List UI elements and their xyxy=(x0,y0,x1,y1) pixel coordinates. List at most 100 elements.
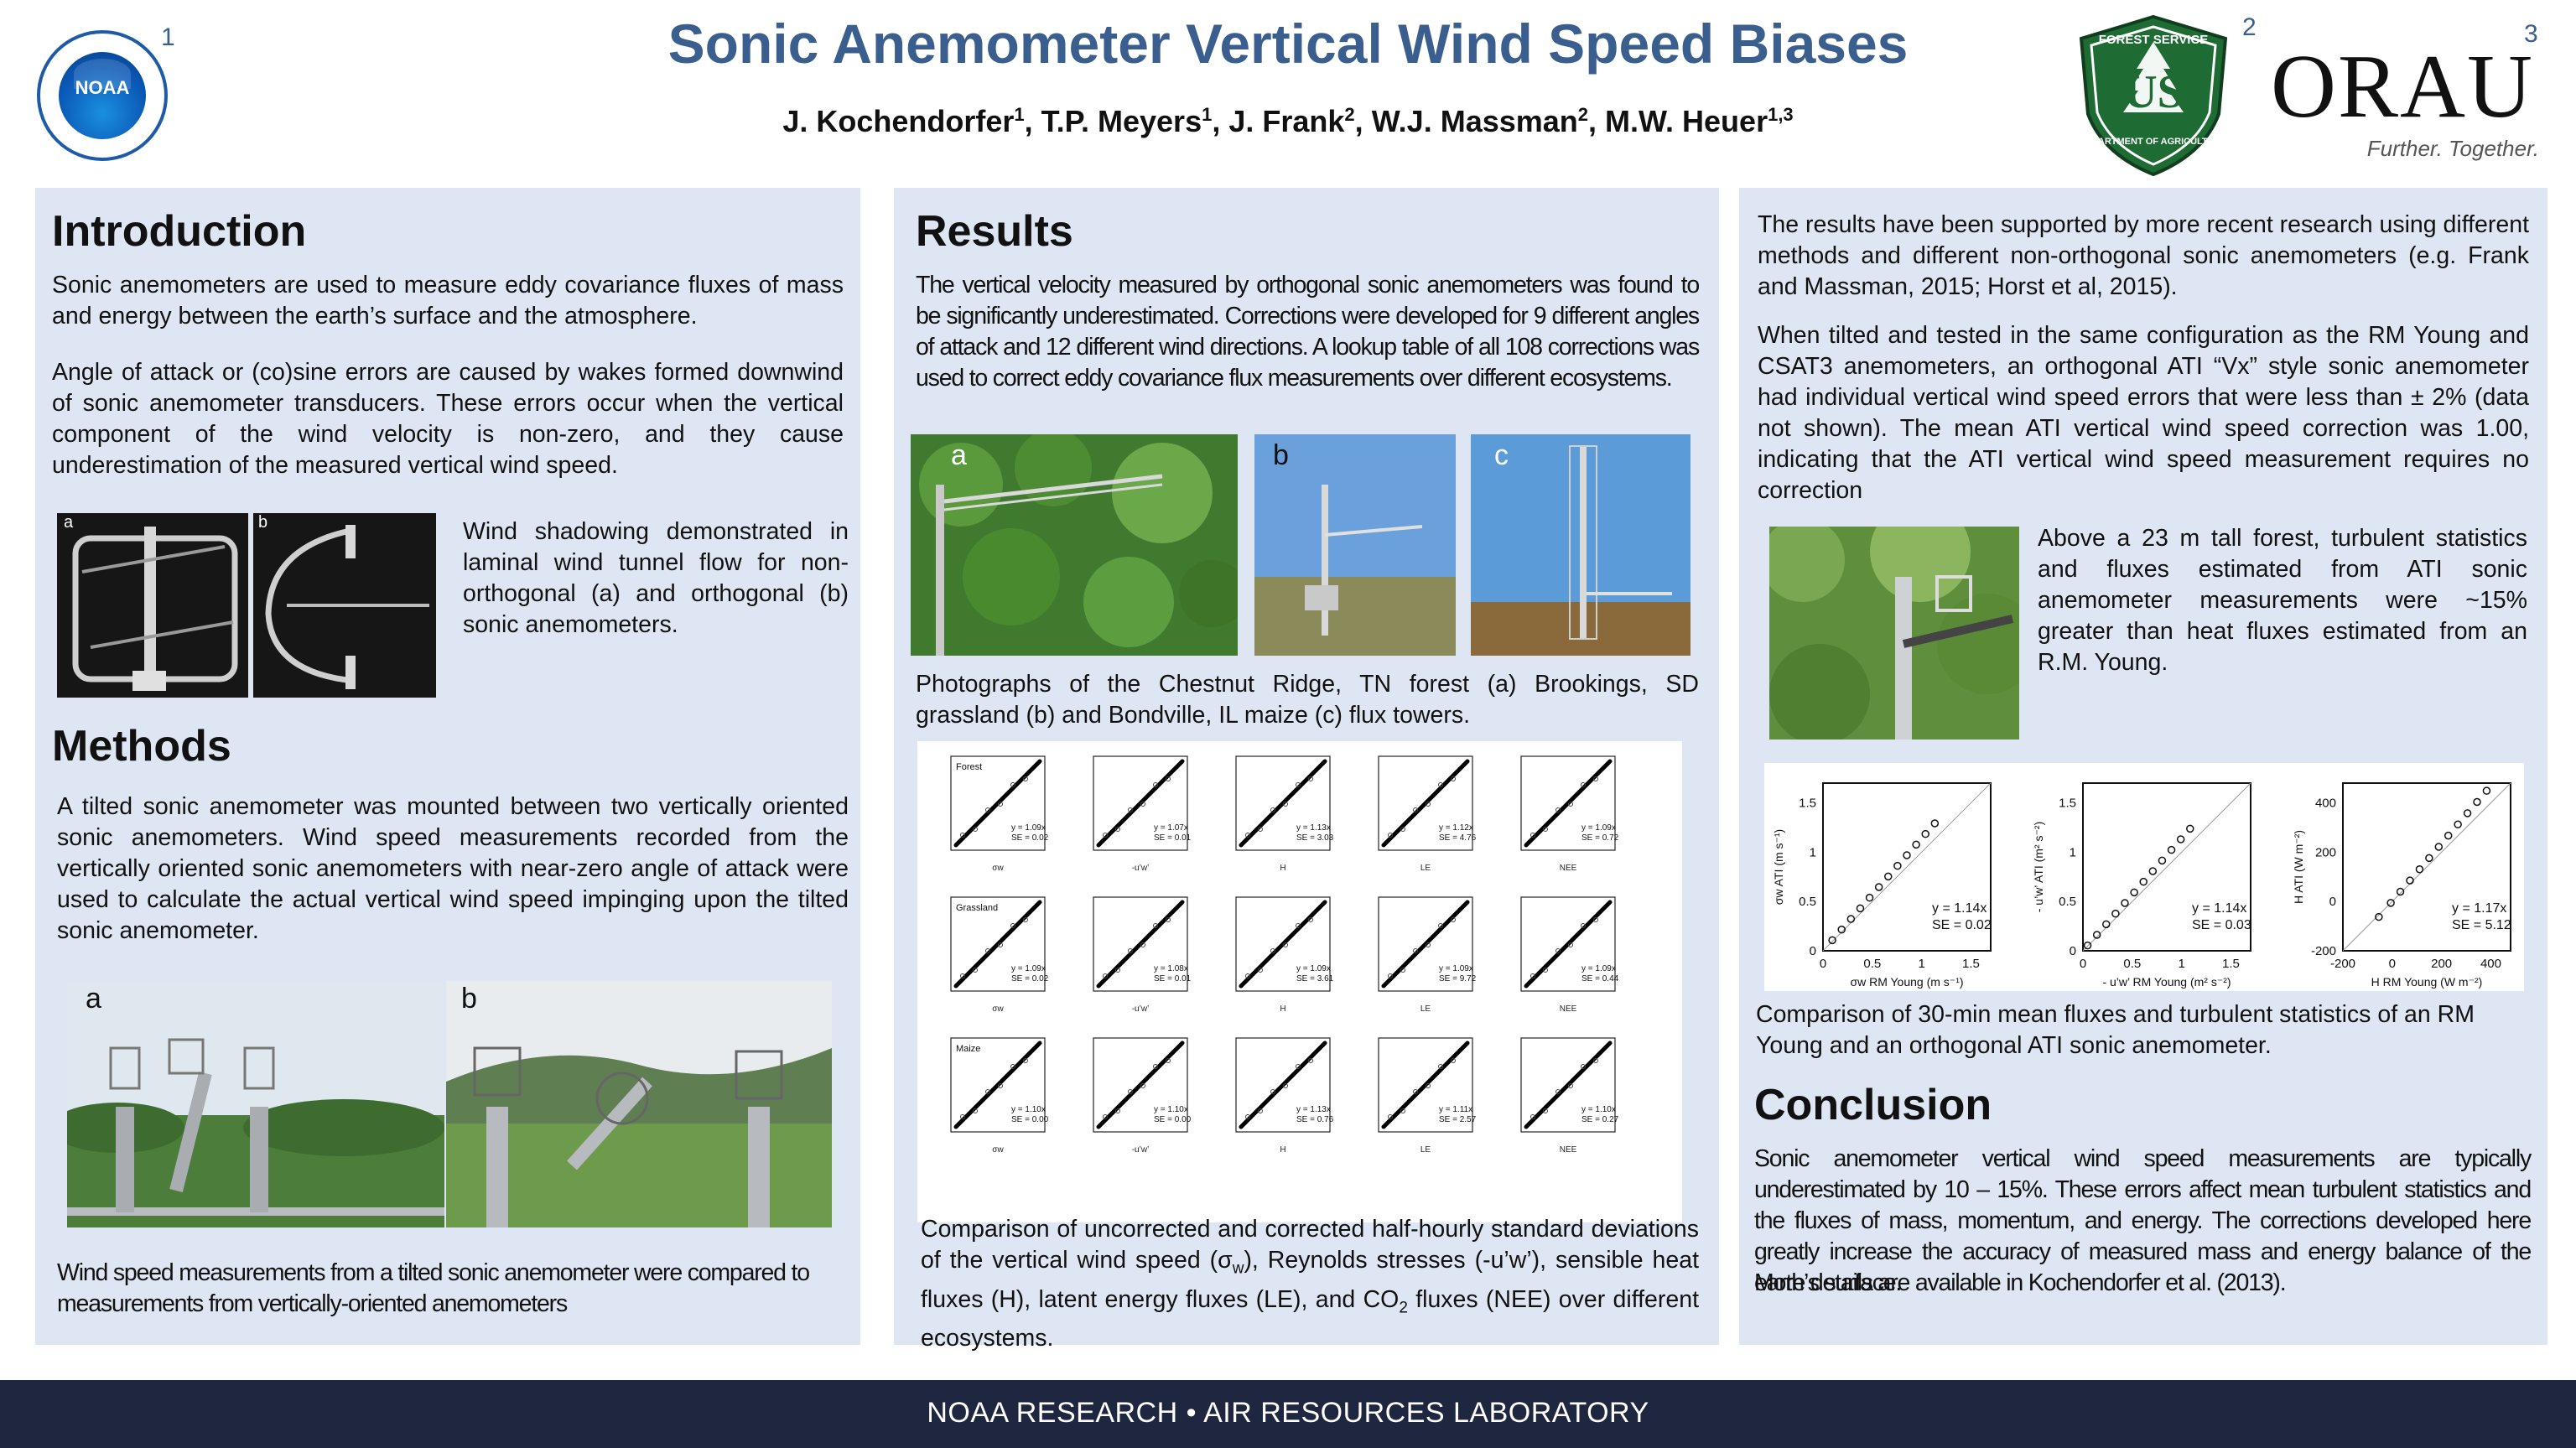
grid-data-point xyxy=(1413,948,1418,953)
author-affiliation: 1 xyxy=(1014,104,1025,125)
ati-data-point xyxy=(2396,887,2405,896)
grid-scatter-cloud xyxy=(1239,900,1327,989)
grid-data-point xyxy=(1438,923,1443,928)
grid-data-point xyxy=(1581,923,1586,928)
wind-tunnel-image-a: a xyxy=(57,513,248,698)
ati-data-point xyxy=(2167,845,2176,854)
noaa-logo: NOAA xyxy=(37,30,168,161)
grid-data-point xyxy=(1388,973,1393,978)
ati-y-axis-label: H ATI (W m⁻²) xyxy=(2292,830,2305,904)
author-name: T.P. Meyers xyxy=(1041,104,1202,138)
ati-fit-annotation: y = 1.14x xyxy=(1932,901,1987,916)
grid-se-annotation: SE = 3.61 xyxy=(1296,974,1334,983)
grid-scatter-cloud xyxy=(1096,759,1185,848)
ati-data-point xyxy=(2482,786,2491,795)
introduction-paragraph-1: Sonic anemometers are used to measure ed… xyxy=(52,272,844,330)
ati-data-point xyxy=(2454,820,2462,829)
grid-plot-frame xyxy=(1520,1037,1616,1133)
grid-data-point xyxy=(1283,1083,1288,1088)
ati-x-tick-label: 200 xyxy=(2431,957,2452,971)
poster-title: Sonic Anemometer Vertical Wind Speed Bia… xyxy=(667,13,1909,75)
poster-footer: NOAA RESEARCH • AIR RESOURCES LABORATORY xyxy=(0,1380,2576,1448)
ati-fit-annotation: y = 1.14x xyxy=(2192,901,2246,916)
grid-data-point xyxy=(973,827,978,832)
grid-data-point xyxy=(1270,807,1275,812)
grid-se-annotation: SE = 0.72 xyxy=(1581,833,1619,843)
ati-data-point xyxy=(2158,856,2167,865)
grid-column-label: σw xyxy=(992,864,1004,873)
grid-data-point xyxy=(1451,776,1456,781)
grid-data-point xyxy=(1140,802,1145,807)
grid-data-point xyxy=(1166,776,1171,781)
ati-data-point xyxy=(2130,888,2138,897)
grid-data-point xyxy=(1296,923,1301,928)
grid-data-point xyxy=(1010,1064,1015,1069)
ati-data-point xyxy=(2148,867,2158,875)
grid-column-label: H xyxy=(1280,864,1285,873)
grid-se-annotation: SE = 9.72 xyxy=(1439,974,1477,983)
author-name: M.W. Heuer xyxy=(1605,104,1768,138)
ati-x-tick-label: 0 xyxy=(2389,957,2396,971)
grid-plot-frame xyxy=(1235,755,1331,851)
grid-data-point xyxy=(1258,1108,1263,1113)
ati-data-point xyxy=(2406,876,2414,885)
ati-y-tick-label: 1.5 xyxy=(1799,797,1816,811)
introduction-heading: Introduction xyxy=(52,207,307,256)
grid-data-point xyxy=(1543,1108,1548,1113)
results-paragraph: The vertical velocity measured by orthog… xyxy=(916,272,1700,392)
ati-se-annotation: SE = 5.12 xyxy=(2452,918,2511,932)
grid-plot-frame xyxy=(1520,755,1616,851)
author-name: J. Frank xyxy=(1228,104,1345,138)
grid-data-point xyxy=(1451,1058,1456,1063)
grid-se-annotation: SE = 3.03 xyxy=(1296,833,1334,843)
grid-plot-frame xyxy=(1093,896,1188,992)
grid-data-point xyxy=(1413,807,1418,812)
ati-data-point xyxy=(1930,819,1940,828)
grid-data-point xyxy=(1128,1089,1133,1094)
grid-plot-frame xyxy=(1093,1037,1188,1133)
grid-se-annotation: SE = 0.02 xyxy=(1011,974,1049,983)
grid-column-label: σw xyxy=(992,1004,1004,1014)
grid-data-point xyxy=(1308,917,1313,922)
author-affiliation: 1,3 xyxy=(1768,104,1794,125)
grid-column-label: H xyxy=(1280,1004,1285,1014)
grid-scatter-cloud xyxy=(1381,759,1470,848)
ati-plot-frame xyxy=(2342,782,2511,952)
ati-forest-text: Above a 23 m tall forest, turbulent stat… xyxy=(2038,525,2527,676)
forest-service-top-text: FOREST SERVICE xyxy=(2099,33,2209,47)
ati-x-tick-label: -200 xyxy=(2330,957,2355,971)
grid-se-annotation: SE = 0.01 xyxy=(1154,974,1192,983)
grid-fit-annotation: y = 1.09x xyxy=(1581,964,1616,973)
methods-heading: Methods xyxy=(52,722,231,771)
grid-data-point xyxy=(1023,776,1028,781)
grid-scatter-cloud xyxy=(1524,900,1613,989)
grid-data-point xyxy=(1258,827,1263,832)
grid-column-label: H xyxy=(1280,1145,1285,1155)
noaa-globe-icon: NOAA xyxy=(59,52,146,139)
results-panel: Results The vertical velocity measured b… xyxy=(894,188,1719,1352)
ati-data-point xyxy=(2386,899,2395,907)
ati-one-to-one-line xyxy=(2342,782,2511,952)
grid-data-point xyxy=(1451,917,1456,922)
grid-data-point xyxy=(1245,973,1250,978)
grid-data-point xyxy=(1555,1089,1561,1094)
ati-x-tick-label: 1 xyxy=(1918,957,1924,971)
grid-data-point xyxy=(1568,1083,1573,1088)
ati-data-point xyxy=(2415,864,2424,874)
noaa-logo-word: NOAA xyxy=(75,77,130,98)
grid-data-point xyxy=(1530,833,1535,838)
wind-tunnel-label-a: a xyxy=(64,513,74,532)
grid-data-point xyxy=(1166,917,1171,922)
grid-column-label: LE xyxy=(1420,1004,1431,1014)
grid-row-label: Maize xyxy=(956,1044,980,1054)
grid-data-point xyxy=(1270,1089,1275,1094)
footer-text: NOAA RESEARCH • AIR RESOURCES LABORATORY xyxy=(927,1397,1649,1429)
grid-column-label: -u’w’ xyxy=(1132,1004,1150,1014)
grid-se-annotation: SE = 0.27 xyxy=(1581,1115,1619,1124)
scatter-grid-caption: Comparison of uncorrected and corrected … xyxy=(921,1216,1699,1352)
grid-scatter-cloud xyxy=(953,1041,1042,1129)
tower-photo-label-a: a xyxy=(951,439,967,471)
conclusion-reference: More details are available in Kochendorf… xyxy=(1754,1269,2287,1296)
grid-data-point xyxy=(1103,973,1108,978)
